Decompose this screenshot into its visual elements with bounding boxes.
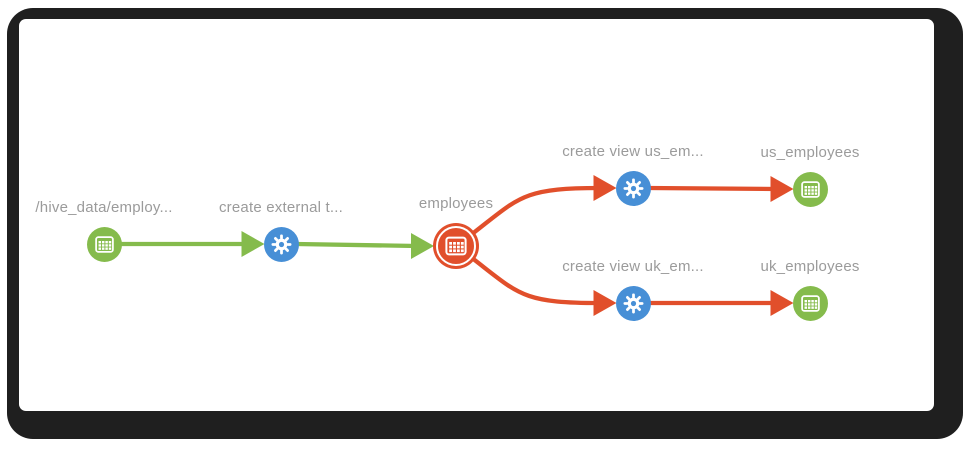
lineage-node-label-hive-data-path: /hive_data/employ... bbox=[35, 198, 173, 216]
lineage-edge-create-external-table-to-employees bbox=[294, 241, 420, 249]
arrowhead-employees-to-create-view-us bbox=[593, 175, 617, 201]
table-icon bbox=[800, 180, 820, 198]
lineage-edge-create-view-us-to-us-employees bbox=[646, 185, 779, 192]
edge-layer bbox=[117, 175, 794, 316]
lineage-node-label-create-view-us: create view us_em... bbox=[562, 142, 704, 160]
lineage-node-label-create-external-table: create external t... bbox=[218, 198, 344, 216]
lineage-node-label-us-employees: us_employees bbox=[760, 143, 860, 161]
arrowhead-hive-data-path-to-create-external-table bbox=[241, 231, 265, 257]
gear-icon bbox=[623, 293, 643, 313]
lineage-canvas: /hive_data/employ... create external t...… bbox=[19, 19, 934, 411]
gear-icon bbox=[623, 178, 643, 198]
lineage-edge-employees-to-create-view-us bbox=[472, 185, 602, 235]
lineage-node-us-employees[interactable] bbox=[792, 171, 828, 207]
lineage-node-uk-employees[interactable] bbox=[792, 285, 828, 321]
lineage-edge-employees-to-create-view-uk bbox=[472, 257, 602, 306]
lineage-node-label-uk-employees: uk_employees bbox=[760, 257, 860, 275]
gear-icon bbox=[271, 234, 291, 254]
arrowhead-create-external-table-to-employees bbox=[411, 233, 434, 259]
window-frame: /hive_data/employ... create external t...… bbox=[7, 8, 963, 439]
lineage-node-create-view-uk[interactable] bbox=[615, 285, 651, 321]
lineage-node-create-external-table[interactable] bbox=[263, 226, 299, 262]
arrowhead-create-view-us-to-us-employees bbox=[770, 176, 794, 202]
lineage-node-label-employees: employees bbox=[418, 195, 494, 212]
lineage-node-hive-data-path[interactable] bbox=[86, 226, 122, 262]
table-icon bbox=[94, 235, 114, 253]
lineage-node-employees[interactable] bbox=[433, 223, 479, 269]
table-icon bbox=[445, 236, 467, 256]
arrowhead-create-view-uk-to-uk-employees bbox=[770, 290, 794, 316]
node-layer: /hive_data/employ... create external t...… bbox=[19, 19, 934, 411]
table-icon bbox=[800, 294, 820, 312]
lineage-node-label-create-view-uk: create view uk_em... bbox=[562, 257, 704, 275]
lineage-node-create-view-us[interactable] bbox=[615, 170, 651, 206]
arrowhead-employees-to-create-view-uk bbox=[593, 290, 617, 316]
